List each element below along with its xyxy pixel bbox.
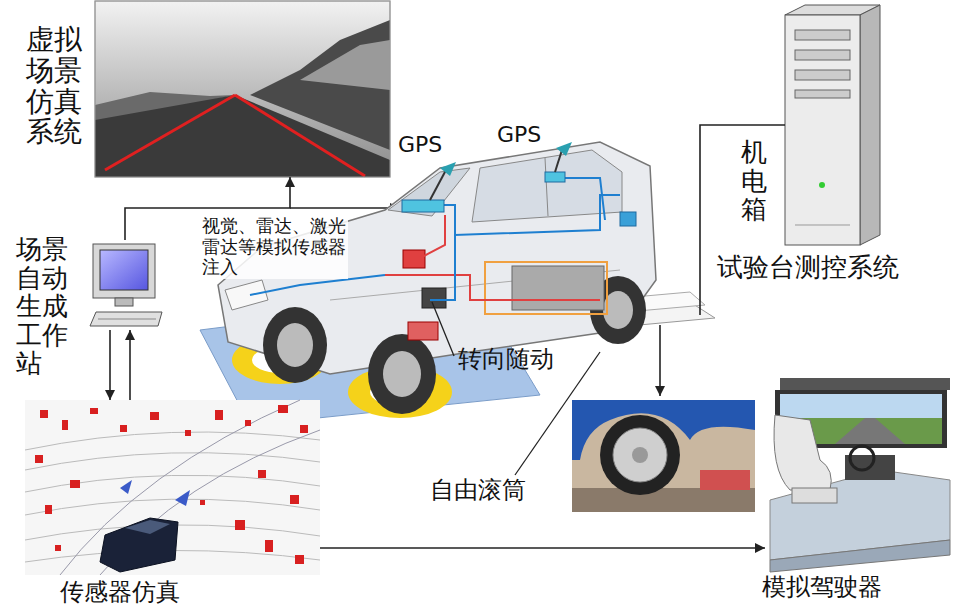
node-label: 虚拟场景仿真系统 xyxy=(26,25,85,148)
workstation-computer: 场景自动生成工作站 xyxy=(88,240,165,330)
sensor-injection-note: 视觉、雷达、激光雷达等模拟传感器注入 xyxy=(200,215,348,279)
node-label: 模拟驾驶器 xyxy=(762,574,882,600)
steering-follow-label: 转向随动 xyxy=(458,346,554,374)
flow-arrow xyxy=(129,330,131,400)
free-roller-label: 自由滚筒 xyxy=(430,477,526,505)
node-label: 机电箱 xyxy=(741,138,767,224)
flow-arrow xyxy=(109,330,111,400)
sensor-simulation-image: 传感器仿真 xyxy=(25,400,320,575)
node-label: 试验台测控系统 xyxy=(717,253,899,282)
gps-label: GPS xyxy=(398,132,442,157)
node-label: 场景自动生成工作站 xyxy=(16,235,71,378)
node-label: 传感器仿真 xyxy=(60,579,180,605)
flow-arrow xyxy=(320,547,765,549)
driving-simulator: 模拟驾驶器 xyxy=(765,378,950,572)
gps-label: GPS xyxy=(497,122,541,147)
test-bench-cabinet: 机电箱试验台测控系统 xyxy=(785,5,880,245)
scene-image: 虚拟场景仿真系统 xyxy=(95,1,390,177)
